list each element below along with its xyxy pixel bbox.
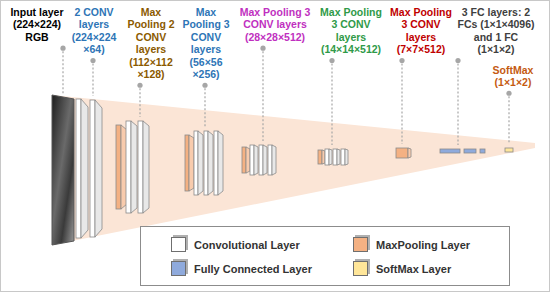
pool-slab-side <box>408 148 411 158</box>
leader-dot <box>455 58 460 63</box>
conv-slab-side <box>337 149 340 165</box>
conv-slab <box>259 145 263 175</box>
pool-slab <box>396 148 408 158</box>
legend-swatch <box>353 261 368 276</box>
leader-line <box>204 88 205 127</box>
leader-line <box>62 51 63 94</box>
pool-slab-side <box>322 150 325 164</box>
conv-slab-side <box>263 145 267 175</box>
conv-slab-side <box>208 131 213 195</box>
layer-label: Max Pooling 3 CONV layers (14×14×512) <box>316 6 386 56</box>
data-funnel <box>52 95 535 245</box>
conv-slab-side <box>329 149 332 165</box>
conv-slab <box>341 149 345 165</box>
fc-bar <box>480 149 485 153</box>
leader-line <box>401 64 402 145</box>
legend-text: SoftMax Layer <box>376 263 451 275</box>
softmax-bar <box>505 148 513 152</box>
pool-slab <box>242 147 246 173</box>
legend-swatch <box>353 237 368 252</box>
leader-dot <box>506 91 511 96</box>
leader-line <box>139 88 140 117</box>
fc-bar <box>440 149 460 153</box>
layer-slabs <box>76 99 513 238</box>
pool-slab-side <box>246 147 250 173</box>
conv-slab-side <box>131 121 137 213</box>
layer-label: Input layer (224×224) RGB <box>4 6 70 43</box>
conv-slab <box>214 131 218 195</box>
conv-slab-side <box>143 121 149 213</box>
legend-text: Convolutional Layer <box>194 239 300 251</box>
conv-slab-side <box>254 145 258 175</box>
conv-slab-side <box>345 149 348 165</box>
legend-box: Convolutional Layer MaxPooling LayerFully… <box>140 226 510 286</box>
fc-bar <box>464 149 476 153</box>
pool-slab <box>318 150 322 164</box>
conv-slab <box>268 145 272 175</box>
conv-slab <box>333 149 337 165</box>
leader-line <box>92 64 93 97</box>
conv-slab-side <box>81 99 88 238</box>
conv-slab <box>194 131 198 195</box>
pool-slab <box>185 135 189 191</box>
layer-label: 3 FC layers: 2 FCs (1×1×4096) and 1 FC (… <box>454 6 538 56</box>
leader-line <box>262 51 263 141</box>
legend-swatch <box>171 261 186 276</box>
layer-label: Max Pooling 3 CONV layers (56×56 ×256) <box>180 6 232 80</box>
layer-label: Max Pooling 2 CONV layers (112×112 ×128) <box>124 6 178 80</box>
leader-dot <box>260 46 265 51</box>
conv-slab-side <box>198 131 203 195</box>
legend-item: MaxPooling Layer <box>353 237 470 252</box>
conv-slab-side <box>95 100 102 237</box>
leader-dot <box>329 58 334 63</box>
conv-slab-side <box>272 145 276 175</box>
legend-text: MaxPooling Layer <box>376 239 470 251</box>
layer-label: Max Pooling 3 CONV layers (7×7×512) <box>388 6 454 56</box>
conv-slab <box>76 99 81 238</box>
conv-slab <box>250 145 254 175</box>
leader-line <box>508 96 509 144</box>
leader-dot <box>399 58 404 63</box>
leader-line <box>457 64 458 146</box>
layer-label: SoftMax (1×1×2) <box>484 64 542 89</box>
legend-item: SoftMax Layer <box>353 261 451 276</box>
leader-dot <box>202 83 207 88</box>
pool-slab-side <box>189 135 194 191</box>
legend-text: Fully Connected Layer <box>194 263 312 275</box>
conv-slab-side <box>218 131 223 195</box>
conv-slab <box>126 121 131 213</box>
conv-slab <box>325 149 329 165</box>
legend-item: Fully Connected Layer <box>171 261 312 276</box>
leader-line <box>331 64 332 146</box>
leader-dot <box>137 83 142 88</box>
leader-dot <box>60 46 65 51</box>
leader-dot <box>90 58 95 63</box>
conv-slab <box>90 100 95 237</box>
conv-slab <box>138 121 143 213</box>
layer-label: 2 CONV layers (224×224 ×64) <box>68 6 120 56</box>
pool-slab <box>116 125 121 209</box>
legend-item: Convolutional Layer <box>171 237 300 252</box>
conv-slab <box>204 131 208 195</box>
layer-label: Max Pooling 3 CONV layers (28×28×512) <box>238 6 312 43</box>
legend-swatch <box>171 237 186 252</box>
input-image <box>52 95 74 245</box>
